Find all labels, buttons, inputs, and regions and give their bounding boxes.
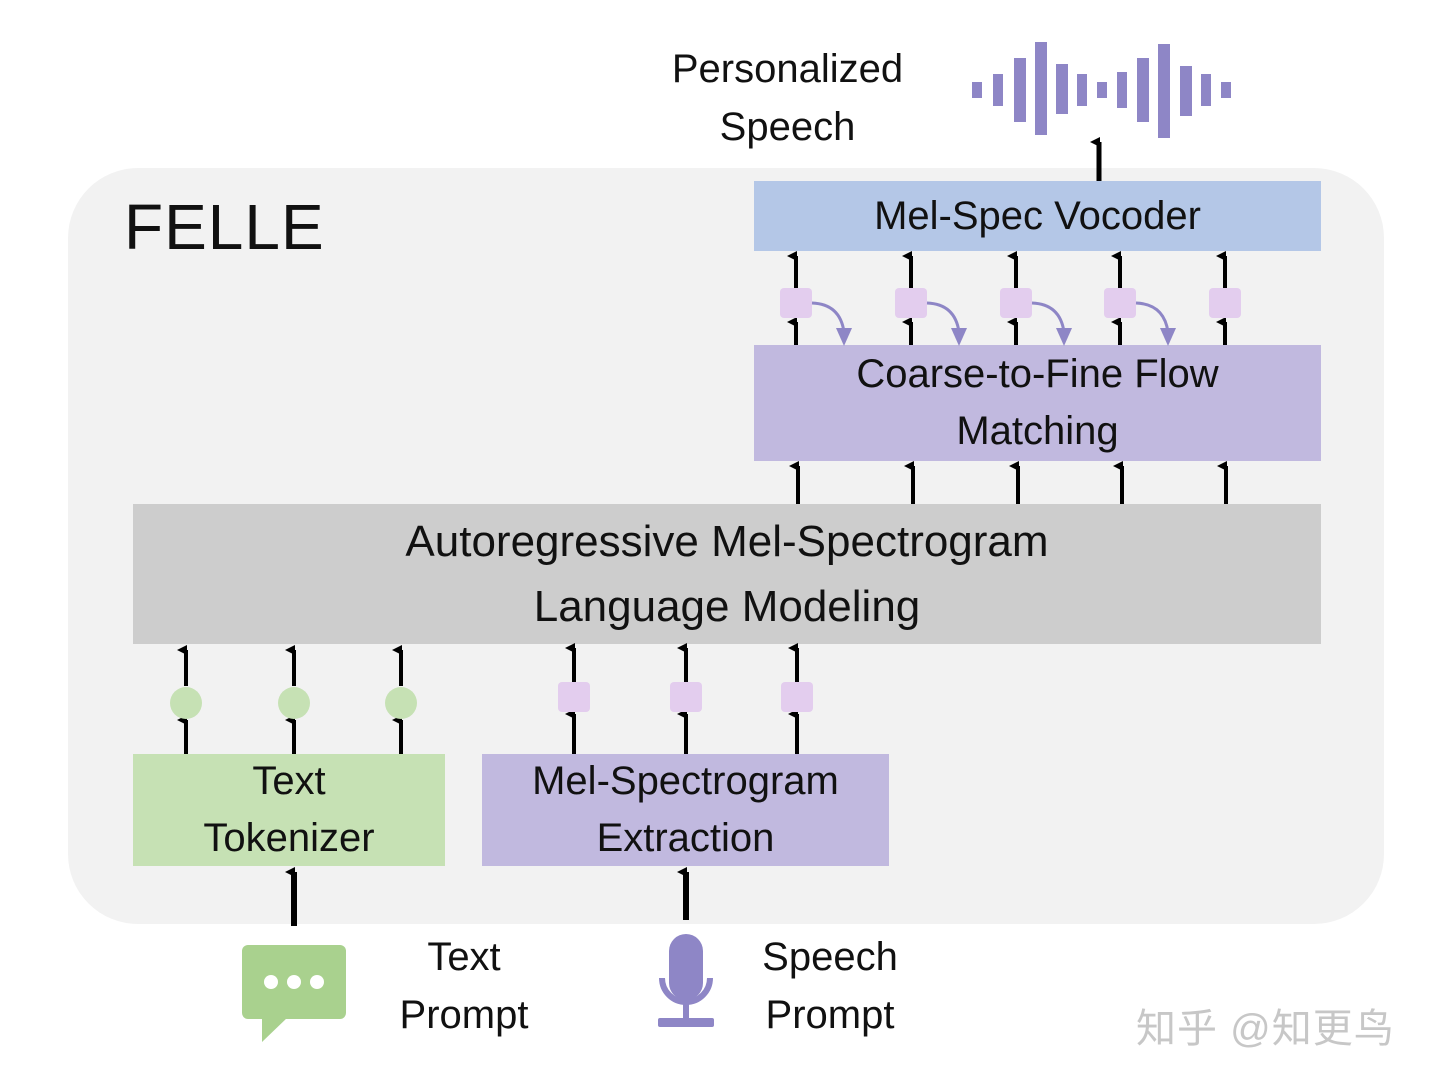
text-tokenizer-line2: Tokenizer — [203, 816, 375, 860]
speech-prompt-line2: Prompt — [765, 993, 895, 1037]
mel-extraction-box: Mel-Spectrogram Extraction — [482, 754, 889, 866]
text-prompt-line2: Prompt — [399, 993, 529, 1037]
mel-spec-vocoder-box: Mel-Spec Vocoder — [754, 181, 1321, 251]
vocoder-label: Mel-Spec Vocoder — [874, 194, 1201, 238]
microphone-icon — [658, 934, 714, 1027]
flow-mel-tokens — [780, 288, 1241, 318]
output-label-line1: Personalized — [671, 47, 904, 91]
mel-extraction-line2: Extraction — [596, 816, 775, 860]
speech-prompt-line1: Speech — [762, 935, 898, 979]
flow-curved-arrowheads — [836, 328, 1176, 346]
text-tokenizer-box: Text Tokenizer — [133, 754, 445, 866]
armsl-line2: Language Modeling — [533, 582, 921, 631]
mel-prompt-token-arrows — [565, 643, 799, 754]
text-token-arrows — [177, 645, 403, 754]
waveform-icon — [972, 42, 1231, 138]
flow-matching-line1: Coarse-to-Fine Flow — [856, 351, 1219, 396]
text-tokenizer-line1: Text — [252, 758, 326, 803]
diagram-title: FELLE — [124, 191, 325, 263]
ar-mel-language-model-box: Autoregressive Mel-Spectrogram Language … — [133, 504, 1321, 644]
output-label: Personalized Speech — [650, 40, 925, 156]
flow-curved-arrows — [811, 301, 1170, 333]
flow-matching-line2: Matching — [956, 409, 1119, 453]
output-label-line2: Speech — [719, 105, 856, 149]
mel-extraction-line1: Mel-Spectrogram — [532, 758, 839, 803]
text-prompt-line1: Text — [427, 935, 501, 979]
text-tokens — [170, 687, 417, 719]
speech-prompt-label: Speech Prompt — [740, 928, 920, 1044]
flow-matching-box: Coarse-to-Fine Flow Matching — [754, 345, 1321, 461]
watermark: 知乎 @知更鸟 — [1136, 1007, 1395, 1051]
flow-token-arrows — [787, 251, 1227, 345]
chat-bubble-icon — [242, 945, 346, 1042]
text-prompt-label: Text Prompt — [378, 928, 550, 1044]
armsl-line1: Autoregressive Mel-Spectrogram — [405, 516, 1049, 566]
mel-prompt-tokens — [558, 682, 813, 712]
armsl-to-flow-arrows — [789, 461, 1228, 504]
